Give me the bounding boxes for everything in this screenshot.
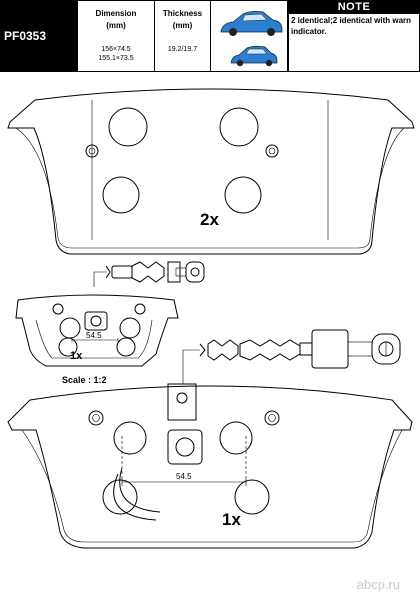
sedan-car-icon xyxy=(220,10,283,36)
vehicle-column xyxy=(211,0,288,72)
upper-brake-pad xyxy=(7,88,415,255)
note-title: NOTE xyxy=(337,1,371,13)
qty-upper: 2x xyxy=(200,210,219,229)
header-table: PF0353 Dimension (mm) 156×74.5 155.1×73.… xyxy=(0,0,420,72)
part-number: PF0353 xyxy=(0,0,78,72)
note-body xyxy=(289,14,419,71)
note-text: 2 identical;2 identical with warn indica… xyxy=(291,16,412,36)
thickness-heading: Thickness (mm) xyxy=(162,9,203,30)
qty-middle: 1x xyxy=(70,350,83,362)
scale-label: Scale : 1:2 xyxy=(62,375,107,385)
hatchback-car-icon xyxy=(230,45,278,67)
lower-brake-pad xyxy=(7,383,413,549)
watermark-text: abcp.ru xyxy=(356,577,400,592)
dimension-value: 156×74.5 155.1×73.5 xyxy=(98,46,134,62)
thickness-column: Thickness (mm) 19.2/19.7 xyxy=(155,0,211,72)
watermark: abcp.ru xyxy=(357,577,400,592)
qty-lower: 1x xyxy=(222,510,241,529)
dimension-column: Dimension (mm) 156×74.5 155.1×73.5 xyxy=(78,0,155,72)
middle-brake-pad xyxy=(15,294,179,367)
thickness-value: 19.2/19.7 xyxy=(167,46,198,53)
dimension-small: 54.5 xyxy=(86,331,102,340)
wear-sensor-cable-1 xyxy=(93,261,205,287)
dimension-large: 54.5 xyxy=(176,472,192,481)
dimension-heading: Dimension (mm) xyxy=(95,9,137,30)
note-box: NOTE 2 identical;2 identical with warn i… xyxy=(288,0,420,72)
wear-sensor-cable-2 xyxy=(182,329,401,384)
